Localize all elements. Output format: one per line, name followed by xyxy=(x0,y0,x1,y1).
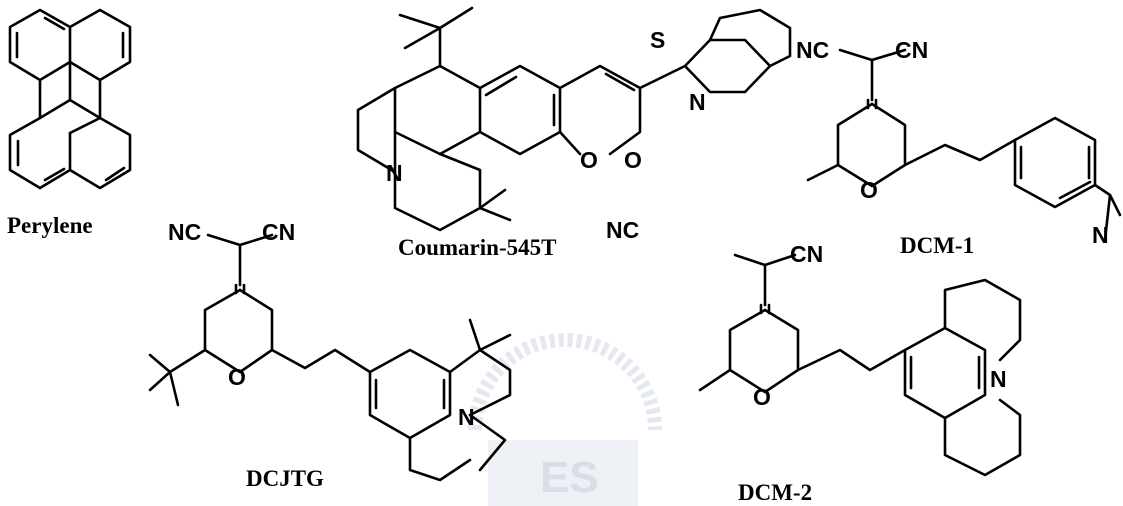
label-perylene: Perylene xyxy=(7,213,93,238)
watermark-text: ES xyxy=(540,453,599,502)
molecule-perylene xyxy=(8,8,132,190)
atom-nc-dcjtg: NC xyxy=(168,219,201,245)
atom-nc-dcm1: NC xyxy=(796,37,829,63)
atom-o-coumarin: O xyxy=(580,147,598,173)
molecule-dcm2 xyxy=(698,253,1022,477)
atom-n-dcjtg: N xyxy=(458,404,475,430)
molecule-coumarin-545t xyxy=(356,6,792,232)
atom-n-dcm2: N xyxy=(990,366,1007,392)
label-coumarin-545t: Coumarin-545T xyxy=(398,235,556,260)
label-dcjtg: DCJTG xyxy=(246,466,324,491)
molecule-dcjtg xyxy=(148,233,512,482)
atom-o-dcjtg: O xyxy=(228,364,246,390)
atom-cn-dcjtg: CN xyxy=(262,219,295,245)
molecule-dcm1 xyxy=(806,48,1122,242)
atom-n-dcm1: N xyxy=(1092,222,1109,248)
atom-cn-dcm1: CN xyxy=(895,37,928,63)
atom-n-thiazole: N xyxy=(689,89,706,115)
atom-s-coumarin: S xyxy=(650,27,665,53)
atom-o-carbonyl-coumarin: O xyxy=(624,147,642,173)
atom-o-dcm2: O xyxy=(753,384,771,410)
label-dcm1: DCM-1 xyxy=(900,233,974,258)
atom-n-coumarin: N xyxy=(386,160,403,186)
atom-cn-dcm2: CN xyxy=(790,241,823,267)
atom-o-dcm1: O xyxy=(860,177,878,203)
watermark-seal: ES xyxy=(468,333,662,506)
atom-nc-fragment: NC xyxy=(606,217,639,243)
label-dcm2: DCM-2 xyxy=(738,480,812,505)
